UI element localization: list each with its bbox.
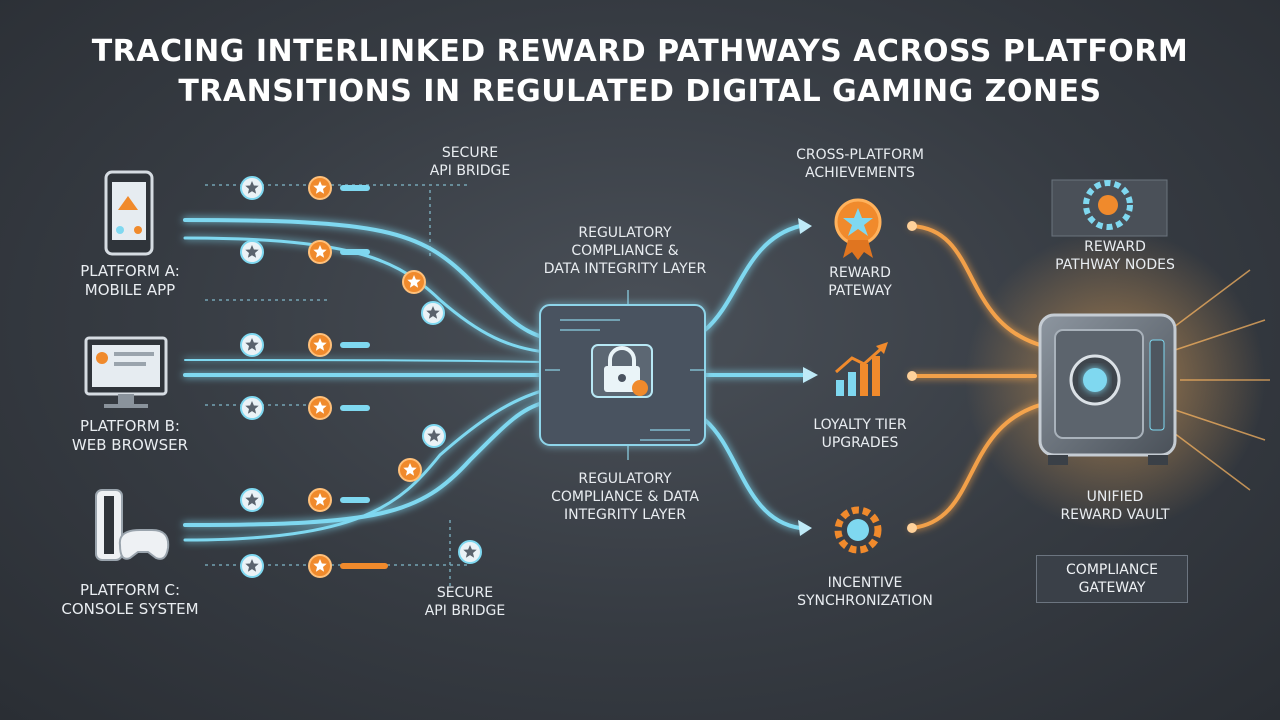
loyalty-line2: Upgrades — [821, 435, 899, 451]
pathway-nodes-line1: Reward — [1084, 239, 1146, 255]
vault-rays — [1169, 269, 1270, 491]
star-icon — [245, 401, 259, 414]
game-console-icon — [95, 489, 170, 561]
cross-platform-achievements-label: Cross-Platform Achievements — [770, 146, 950, 182]
secure-api-bridge-bottom: Secure API Bridge — [400, 584, 530, 620]
platform-a-line2: Mobile App — [84, 281, 176, 299]
star-icon — [313, 493, 327, 506]
progress-bar-2 — [340, 342, 370, 348]
incentive-line1: Incentive — [827, 575, 903, 591]
cyan-flow-lines — [183, 218, 547, 542]
reward-token-group — [240, 176, 482, 578]
platform-a-label: Platform A: Mobile App — [60, 262, 200, 300]
platform-c-line1: Platform C: — [79, 581, 181, 599]
star-icon — [403, 463, 417, 476]
padlock-icon — [604, 346, 648, 396]
bridge-bottom-line1: Secure — [436, 585, 494, 601]
flow-line-a2 — [183, 236, 547, 354]
achievement-badge-icon — [834, 198, 882, 260]
flow-line-c1 — [183, 400, 547, 527]
unified-reward-vault-label: Unified Reward Vault — [1040, 488, 1190, 524]
compliance-gateway-box: Compliance Gateway — [1036, 555, 1188, 603]
compliance-top-line2: Compliance & — [571, 243, 679, 259]
reward-gateway-line1: Reward — [829, 265, 891, 281]
bridge-top-line1: Secure — [441, 145, 499, 161]
flow-line-b2 — [184, 359, 546, 363]
platform-c-line2: Console System — [61, 600, 199, 618]
star-icon — [463, 545, 477, 558]
arrow-heads — [798, 218, 818, 536]
star-icon — [313, 338, 327, 351]
desktop-monitor-icon — [84, 336, 168, 408]
star-icon — [426, 306, 440, 319]
vault-line1: Unified — [1086, 489, 1144, 505]
reward-gateway-line2: Pateway — [828, 283, 892, 299]
title-line-1: Tracing Interlinked Reward Pathways Acro… — [91, 34, 1189, 69]
compliance-bottom-line1: Regulatory — [578, 471, 672, 487]
compliance-layer-top-label: Regulatory Compliance & Data Integrity L… — [520, 224, 730, 278]
incentive-sync-label: Incentive Synchronization — [780, 574, 950, 610]
pathway-nodes-line2: Pathway Nodes — [1055, 257, 1175, 273]
star-icon — [313, 559, 327, 572]
reward-gateway-label: Reward Pateway — [800, 264, 920, 300]
title-line-2: Transitions in Regulated Digital Gaming … — [178, 74, 1102, 109]
sync-gear-icon — [834, 506, 882, 554]
progress-bar-1 — [340, 249, 370, 255]
compliance-chip — [539, 290, 706, 460]
compliance-top-line1: Regulatory — [578, 225, 672, 241]
flow-line-c2 — [183, 388, 547, 542]
star-icon — [427, 429, 441, 442]
platform-c-label: Platform C: Console System — [45, 581, 215, 619]
cyan-output-arrows — [703, 224, 807, 530]
secure-api-bridge-top: Secure API Bridge — [405, 144, 535, 180]
flow-line-a1 — [183, 218, 547, 340]
star-icon — [245, 181, 259, 194]
star-icon — [313, 245, 327, 258]
star-icon — [313, 181, 327, 194]
reward-pathway-nodes-label: Reward Pathway Nodes — [1035, 238, 1195, 274]
achievements-line2: Achievements — [805, 165, 915, 181]
gear-target-icon — [1051, 179, 1168, 237]
compliance-bottom-line3: Integrity Layer — [564, 507, 686, 523]
star-icon — [245, 559, 259, 572]
star-icon — [407, 275, 421, 288]
progress-bar-3 — [340, 405, 370, 411]
star-icon — [245, 338, 259, 351]
platform-b-line2: Web Browser — [71, 436, 189, 454]
diagram-title: Tracing Interlinked Reward Pathways Acro… — [0, 32, 1280, 112]
bridge-top-line2: API Bridge — [429, 163, 511, 179]
compliance-gateway-line2: Gateway — [1078, 580, 1146, 596]
bridge-bottom-line2: API Bridge — [424, 603, 506, 619]
star-icon — [245, 245, 259, 258]
incentive-line2: Synchronization — [797, 593, 933, 609]
loyalty-tier-label: Loyalty Tier Upgrades — [790, 416, 930, 452]
loyalty-line1: Loyalty Tier — [813, 417, 907, 433]
platform-b-label: Platform B: Web Browser — [55, 417, 205, 455]
compliance-top-line3: Data Integrity Layer — [543, 261, 707, 277]
platform-a-line1: Platform A: — [80, 262, 180, 280]
vault-line2: Reward Vault — [1060, 507, 1170, 523]
progress-bar-5 — [340, 563, 388, 569]
achievements-line1: Cross-Platform — [796, 147, 924, 163]
smartphone-icon — [104, 170, 154, 256]
reward-vault-icon — [1038, 313, 1177, 465]
star-icon — [245, 493, 259, 506]
loyalty-chart-icon — [835, 342, 888, 396]
compliance-gateway-line1: Compliance — [1066, 562, 1158, 578]
compliance-bottom-line2: Compliance & Data — [551, 489, 699, 505]
compliance-layer-bottom-label: Regulatory Compliance & Data Integrity L… — [520, 470, 730, 524]
progress-bar-0 — [340, 185, 370, 191]
star-icon — [313, 401, 327, 414]
progress-bar-4 — [340, 497, 370, 503]
platform-b-line1: Platform B: — [80, 417, 180, 435]
